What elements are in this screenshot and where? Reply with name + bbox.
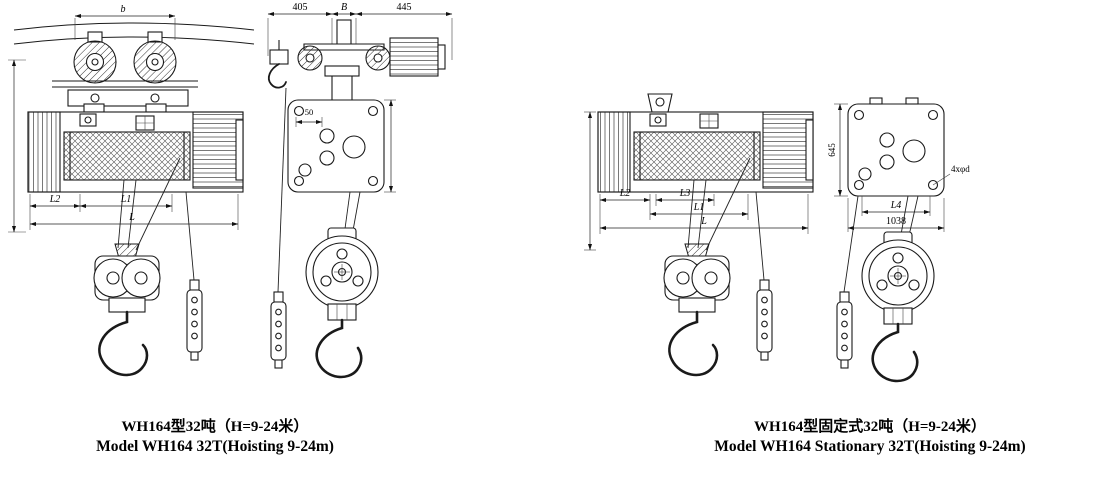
hook [315,318,363,379]
right-hoist-end-view: 645 4xφd L4 1038 [827,97,970,383]
hook [98,310,149,377]
dim-label-L1-right: L1 [693,202,705,213]
pendant-control [270,87,287,369]
dim-label-L-left: L [128,212,135,223]
gearbox [597,111,631,193]
mounting-hole [853,179,865,191]
dim-label-L4: L4 [890,200,902,211]
mounting-hole [927,109,939,121]
right-caption-english: Model WH164 Stationary 32T(Hoisting 9-24… [714,438,1026,456]
left-caption: WH164型32吨（H=9-24米） Model WH164 32T(Hoist… [15,417,415,458]
gearbox [27,111,61,193]
pendant-button [275,332,282,340]
beam-web [336,19,352,47]
corner-bolt [293,105,305,117]
pendant-cable [277,87,287,293]
pendant-button [191,296,198,304]
pendant-button [761,308,768,316]
hook [668,310,719,377]
pendant-cable [755,191,765,281]
trolley-frame [67,89,189,113]
dim-label-445: 445 [397,2,412,13]
dim-label-50: 50 [305,107,314,117]
dim-label-L2-right: L2 [619,188,631,199]
hoist-body [597,111,814,193]
pendant-button [841,332,848,340]
pendant-button [275,320,282,328]
motor [762,111,814,189]
pendant-button [191,320,198,328]
pendant-cable [185,191,195,281]
hoist-body [27,111,244,193]
dim-label-L3-right: L3 [679,188,691,199]
rope-drum [63,131,191,181]
lower-sheave-block [861,231,935,383]
right-hoist-side-view: L2 L3 L1 L [584,93,814,377]
pendant-button [761,296,768,304]
limit-switch [267,40,289,89]
left-caption-english: Model WH164 32T(Hoisting 9-24m) [96,438,334,456]
dim-label-4x-holes: 4xφd [951,164,970,174]
dim-label-1038: 1038 [886,216,906,227]
corner-bolt [367,175,379,187]
suspension-lug [647,93,673,113]
mounting-plate [847,97,945,197]
right-caption: WH164型固定式32吨（H=9-24米） Model WH164 Statio… [640,417,1100,458]
dim-label-B: B [341,2,347,13]
pendant-button [841,320,848,328]
corner-bolt [367,105,379,117]
hoist-end-plate: 50 [287,99,385,193]
hook [871,322,919,383]
pendant-button [191,332,198,340]
mounting-hole [853,109,865,121]
pendant-button [275,344,282,352]
hook-block [663,243,731,377]
dim-label-405: 405 [293,2,308,13]
hook-block [93,243,161,377]
lower-sheave-block [305,227,379,379]
pendant-control [755,191,773,361]
dim-label-L-right: L [700,216,707,227]
dim-label-L2-left: L2 [49,194,61,205]
pendant-control [836,195,859,369]
pendant-cable [843,195,859,293]
dim-label-L1-left: L1 [120,194,132,205]
trolley-wheel-left [73,31,117,84]
travel-motor [389,37,439,77]
left-caption-chinese: WH164型32吨（H=9-24米） [121,419,309,435]
left-hoist-side-view: b [8,4,255,377]
trolley-wheel-right [133,31,177,84]
trolley-front-view [267,19,446,100]
pendant-button [275,308,282,316]
corner-bolt [293,175,305,187]
pendant-button [841,344,848,352]
dim-label-645: 645 [827,143,837,157]
pendant-button [191,308,198,316]
pendant-control [185,191,203,361]
pendant-button [761,320,768,328]
right-caption-chinese: WH164型固定式32吨（H=9-24米） [754,419,986,435]
mini-hook [267,63,287,89]
left-hoist-front-view: 405 B 445 [267,2,453,379]
pendant-button [841,308,848,316]
rope-drum [633,131,761,181]
runway-beam [13,22,255,31]
dim-label-b: b [121,4,126,15]
motor [192,111,244,189]
pendant-button [761,332,768,340]
